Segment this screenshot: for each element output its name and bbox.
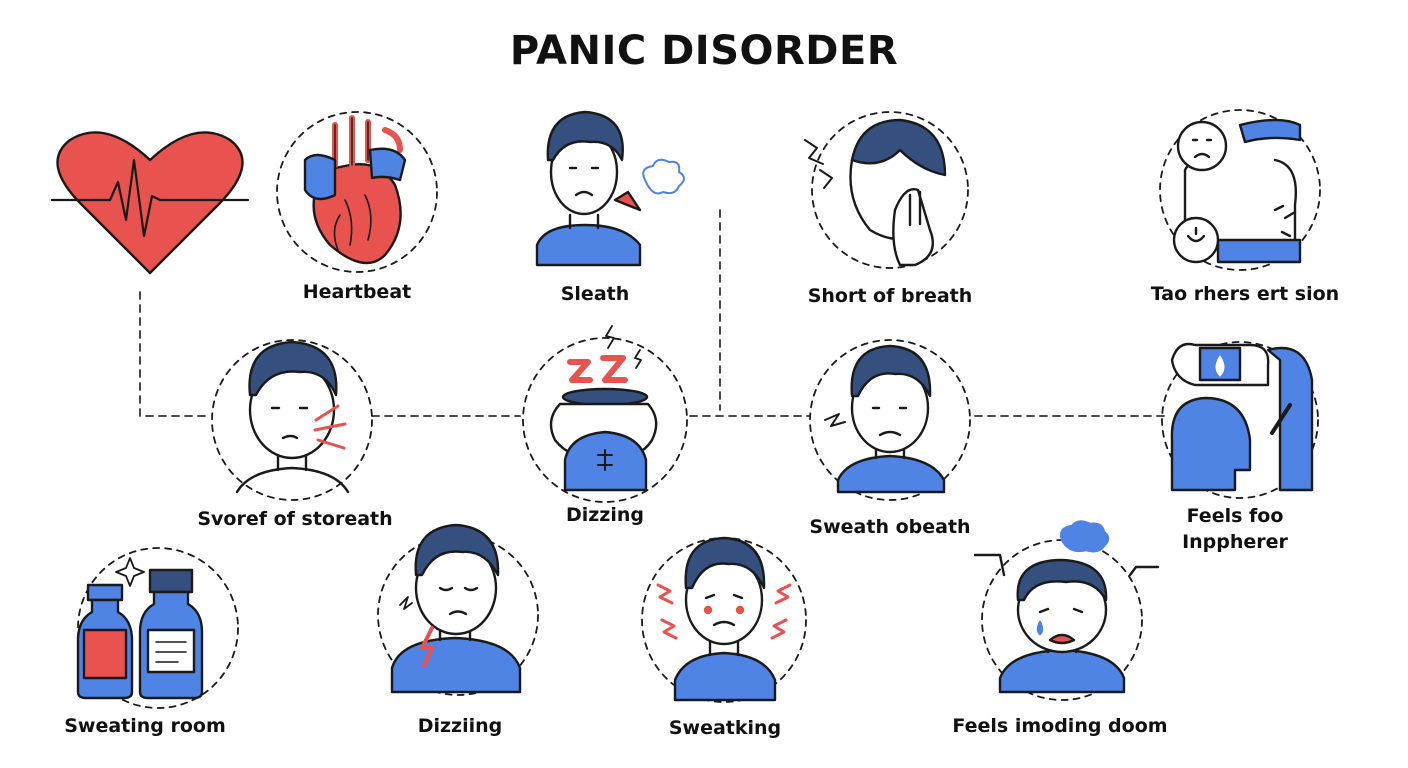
- anxious-figure-icon: [1159, 109, 1321, 271]
- shoulder-pain-person-icon: [377, 523, 539, 696]
- label-sweating-room: Sweating room: [64, 715, 226, 737]
- crying-person-icon: [973, 520, 1160, 701]
- anatomical-heart-icon: [276, 111, 438, 273]
- label-sleath: Sleath: [560, 283, 630, 305]
- label-dizziing: Dizziing: [417, 715, 503, 737]
- label-impending-doom: Feels imoding doom: [952, 715, 1168, 737]
- coughing-person-icon: [211, 339, 373, 501]
- dizzy-pot-icon: [522, 325, 688, 503]
- medicine-bottles-icon: [76, 547, 239, 709]
- connector-left: [139, 291, 211, 417]
- label-sweath-obeath: Sweath obeath: [809, 516, 971, 538]
- heart-ecg-icon: [50, 131, 250, 275]
- page-title: PANIC DISORDER: [509, 28, 899, 74]
- label-short-of-breath: Short of breath: [807, 285, 973, 307]
- label-svoref: Svoref of storeath: [197, 508, 393, 530]
- label-sweatking: Sweatking: [668, 717, 782, 739]
- connector-lines: [139, 209, 1166, 417]
- worried-person-icon: [809, 339, 971, 501]
- label-feels-foo-line1: Feels foo: [1186, 505, 1284, 527]
- label-feels-foo-line2: Inppherer: [1182, 530, 1288, 553]
- label-tao-rhers: Tao rhers ert sion: [1150, 283, 1340, 305]
- trembling-person-icon: [641, 536, 807, 703]
- face-in-hand-icon: [804, 111, 969, 269]
- breathing-person-icon: [535, 110, 685, 267]
- stressed-head-icon: [1161, 341, 1319, 499]
- label-dizzing-center: Dizzing: [565, 504, 645, 526]
- label-feels-foo: Feels foo Inppherer: [1140, 504, 1330, 555]
- label-heartbeat: Heartbeat: [302, 281, 412, 303]
